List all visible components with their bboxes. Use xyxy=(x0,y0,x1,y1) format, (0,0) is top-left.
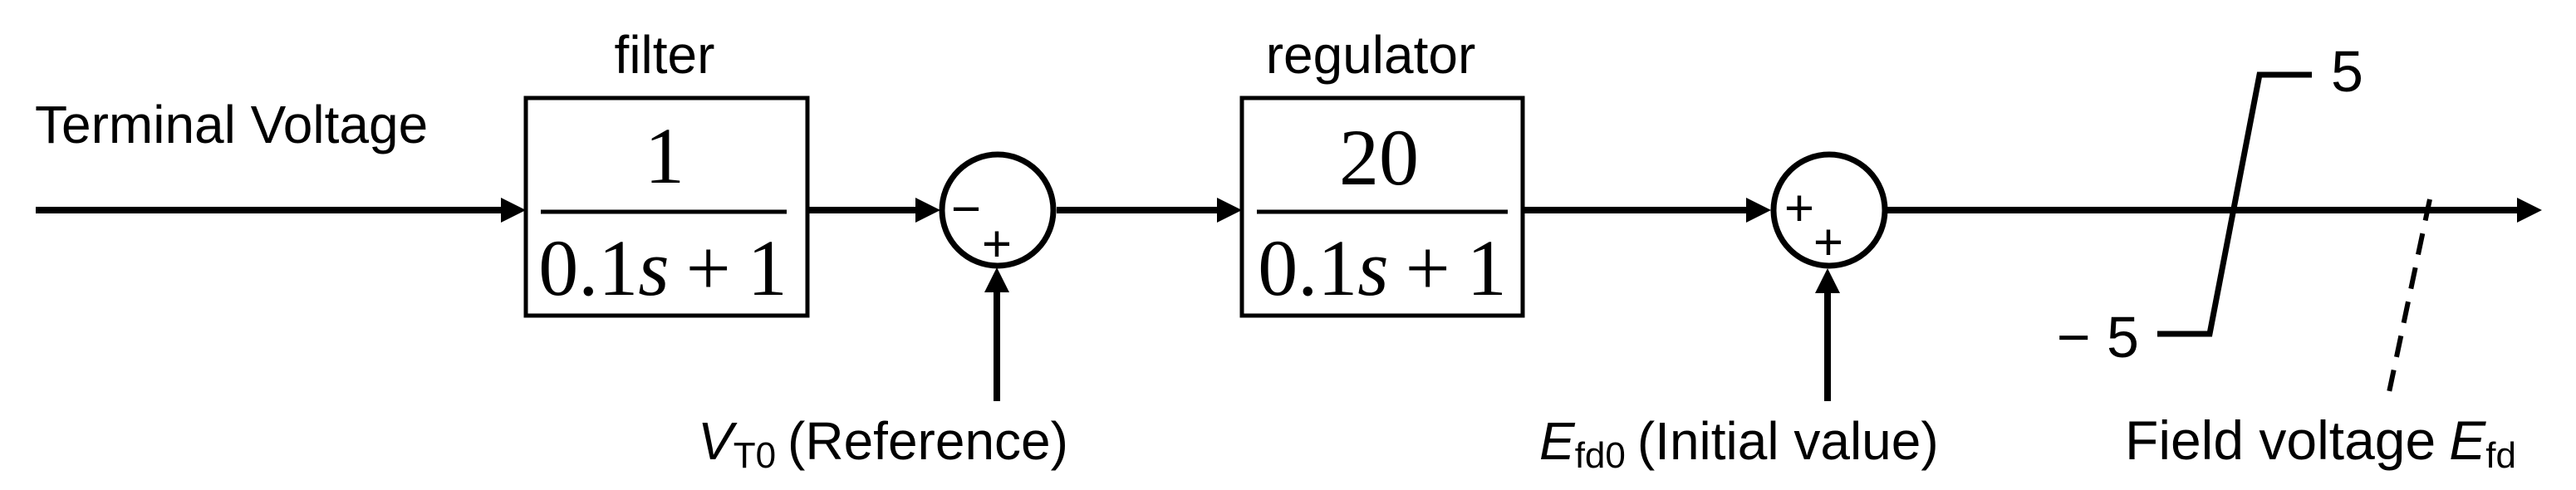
sum1-plus-sign: + xyxy=(982,216,1012,273)
filter-den-const: 1 xyxy=(748,223,788,312)
initial-value-caption: (Initial value) xyxy=(1637,411,1939,471)
reference-input-label: VT0 (Reference) xyxy=(698,411,1068,476)
regulator-den-op: + xyxy=(1406,223,1450,312)
initial-value-input-label: Efd0 (Initial value) xyxy=(1539,411,1939,476)
initial-value-symbol: E xyxy=(1539,411,1576,471)
saturation-limiter-icon xyxy=(2157,71,2312,337)
output-arrowhead-icon xyxy=(2517,198,2542,223)
filter-block-title: filter xyxy=(615,25,715,85)
filter-denominator: 0.1s+1 xyxy=(538,223,788,312)
reference-arrowhead-icon xyxy=(984,267,1009,292)
filter-numerator: 1 xyxy=(645,111,684,200)
regulator-numerator: 20 xyxy=(1339,113,1419,202)
terminal-voltage-label: Terminal Voltage xyxy=(35,95,428,154)
limiter-lower-limit-label: − 5 xyxy=(2057,305,2139,370)
arrowhead-into-sum1-icon xyxy=(915,198,940,223)
summing-junction-1 xyxy=(939,151,1057,269)
output-subscript: fd xyxy=(2485,435,2516,476)
sum2-plus-left-sign: + xyxy=(1784,180,1814,238)
regulator-block xyxy=(1239,96,1525,318)
arrowhead-into-regulator-icon xyxy=(1217,198,1242,223)
reference-subscript: T0 xyxy=(734,435,776,476)
output-leader-dashed-line xyxy=(2386,198,2432,397)
output-caption-text: Field voltage xyxy=(2125,409,2436,471)
reference-caption: (Reference) xyxy=(788,411,1068,471)
arrowhead-into-sum2-icon xyxy=(1746,198,1771,223)
regulator-denominator: 0.1s+1 xyxy=(1258,223,1507,312)
regulator-den-var: s xyxy=(1357,223,1388,312)
summing-junction-2 xyxy=(1770,151,1888,269)
limiter-upper-limit-label: 5 xyxy=(2331,39,2363,104)
filter-den-var: s xyxy=(638,223,669,312)
filter-den-coef: 0.1 xyxy=(538,223,638,312)
regulator-den-const: 1 xyxy=(1467,223,1507,312)
filter-den-op: + xyxy=(686,223,731,312)
regulator-block-title: regulator xyxy=(1266,25,1476,85)
sum2-plus-bottom-sign: + xyxy=(1813,214,1843,272)
output-symbol: E xyxy=(2449,409,2486,471)
arrowhead-into-filter-icon xyxy=(501,198,526,223)
sum1-minus-sign: − xyxy=(951,181,981,238)
regulator-den-coef: 0.1 xyxy=(1258,223,1357,312)
initial-value-subscript: fd0 xyxy=(1575,435,1626,476)
reference-symbol: V xyxy=(698,411,738,471)
initial-value-arrowhead-icon xyxy=(1815,268,1840,293)
filter-block xyxy=(523,96,810,318)
